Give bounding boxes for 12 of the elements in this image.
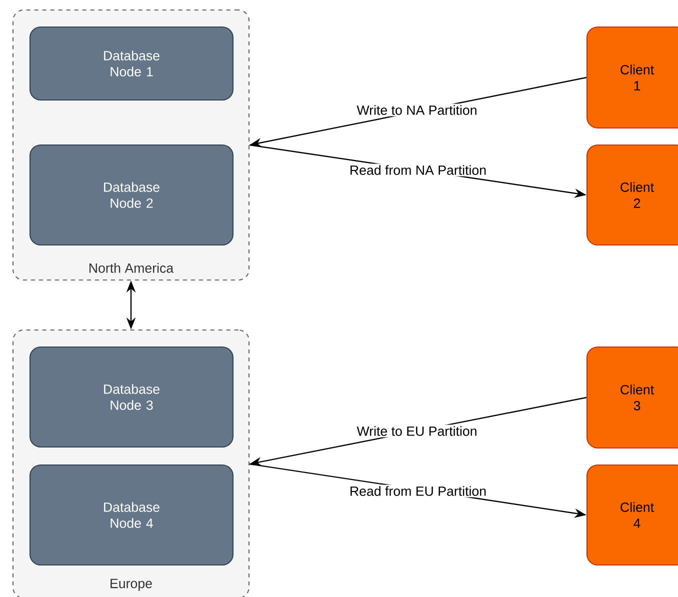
client-box: Client 1 — [586, 26, 678, 129]
client-box: Client 3 — [586, 346, 678, 449]
database-box: Database Node 1 — [29, 26, 234, 101]
database-box: Database Node 4 — [29, 464, 234, 566]
database-box: Database Node 2 — [29, 144, 234, 246]
client-box: Client 4 — [586, 464, 678, 566]
database-box: Database Node 3 — [29, 346, 234, 448]
edge-label: Write to EU Partition — [355, 424, 479, 438]
edge-label: Write to NA Partition — [355, 104, 479, 116]
edge-label: Read from EU Partition — [348, 484, 488, 498]
edge-label: Read from NA Partition — [348, 164, 488, 176]
client-box: Client 2 — [586, 144, 678, 246]
